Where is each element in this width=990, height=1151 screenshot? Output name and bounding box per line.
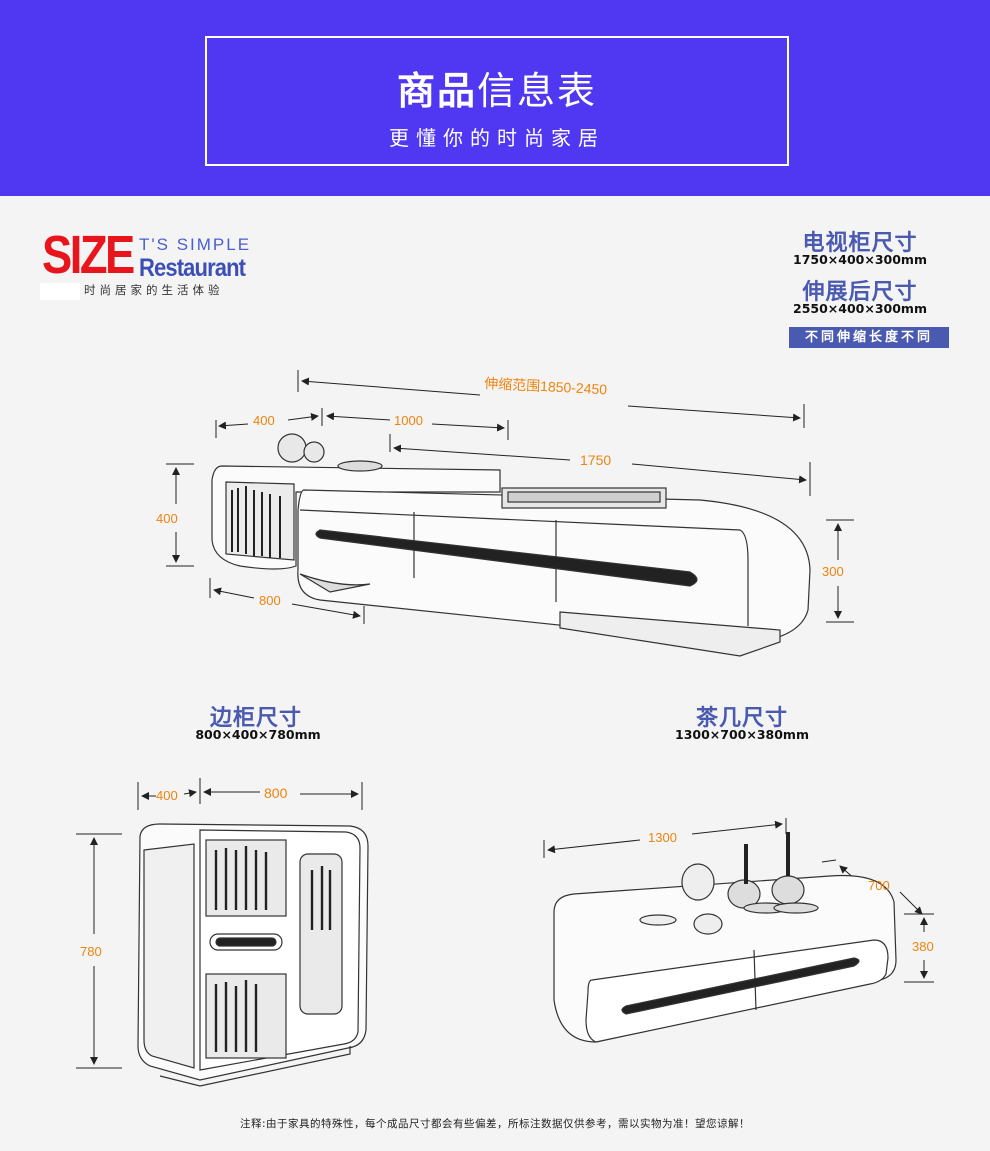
logo-slogan: 时尚居家的生活体验 <box>84 283 224 297</box>
coffee-table-dims: 1300×700×380mm <box>675 727 809 742</box>
banner-subtitle: 更懂你的时尚家居 <box>389 126 605 150</box>
header-banner: 商品信息表 更懂你的时尚家居 <box>0 0 990 196</box>
banner-frame: 商品信息表 更懂你的时尚家居 <box>205 36 789 166</box>
tv-cabinet-drawing: 伸缩范围1850-2450 400 1000 1750 400 800 300 <box>156 370 854 657</box>
depth-700-label: 700 <box>868 878 890 893</box>
height-380-label: 380 <box>912 939 934 954</box>
width-800-label: 800 <box>264 785 288 801</box>
tv-cabinet-extended-heading: 伸展后尺寸 <box>802 280 918 305</box>
tv-cabinet-dims: 1750×400×300mm <box>793 252 927 267</box>
length-note-badge: 不同伸缩长度不同 <box>789 327 949 348</box>
height-780-label: 780 <box>80 944 102 959</box>
width-1300-label: 1300 <box>648 830 677 845</box>
height-400-label: 400 <box>156 511 178 526</box>
banner-title-rest: 信息表 <box>477 69 598 113</box>
logo-size-text: SIZE <box>42 225 135 285</box>
logo-tagline-top: T'S SIMPLE <box>139 235 252 254</box>
footer-note: 注释:由于家具的特殊性，每个成品尺寸都会有些偏差，所标注数据仅供参考，需以实物为… <box>239 1118 751 1130</box>
depth-800-label: 800 <box>259 593 281 608</box>
height-300-label: 300 <box>822 564 844 579</box>
coffee-table-drawing: 1300 700 380 <box>543 818 934 1043</box>
side-cabinet-drawing: 400 800 780 <box>76 778 369 1087</box>
logo-tagline-brand: Restaurant <box>139 254 246 282</box>
range-label: 伸缩范围1850-2450 <box>484 375 608 397</box>
width-400-label: 400 <box>253 413 275 428</box>
tv-cabinet-extended-dims: 2550×400×300mm <box>793 301 927 316</box>
coffee-table-heading: 茶几尺寸 <box>695 706 788 731</box>
tv-cabinet-heading: 电视柜尺寸 <box>802 231 918 256</box>
width-1750-label: 1750 <box>580 452 611 468</box>
banner-title: 商品信息表 <box>207 60 787 115</box>
width-1000-label: 1000 <box>394 413 423 428</box>
banner-title-bold: 商品 <box>396 69 477 113</box>
depth-400-label: 400 <box>156 788 178 803</box>
side-cabinet-dims: 800×400×780mm <box>195 727 321 742</box>
side-cabinet-heading: 边柜尺寸 <box>209 706 302 731</box>
logo-white-bar <box>40 283 80 300</box>
